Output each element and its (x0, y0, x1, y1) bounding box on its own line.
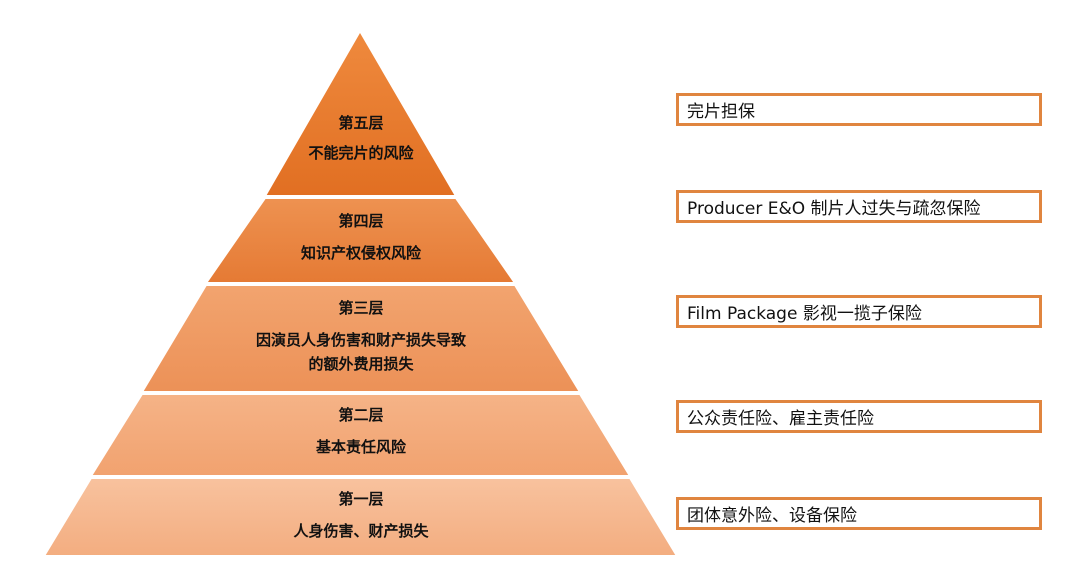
layer-3-line-1: 因演员人身伤害和财产损失导致 (256, 331, 467, 349)
layer-1-title: 第一层 (338, 490, 383, 508)
layer-3-line-2: 的额外费用损失 (308, 355, 414, 373)
layer-4-title: 第四层 (338, 212, 383, 230)
insurance-label: 公众责任险、雇主责任险 (687, 409, 874, 429)
layer-5-line-1: 不能完片的风险 (308, 144, 414, 162)
insurance-label: 团体意外险、设备保险 (687, 506, 857, 526)
layer-3-title: 第三层 (338, 299, 383, 317)
layer-4-shape (204, 197, 517, 284)
insurance-box-layer-5: 完片担保 (676, 93, 1042, 126)
layer-1-shape (42, 477, 679, 557)
layer-2-title: 第二层 (338, 406, 383, 424)
insurance-box-layer-4: Producer E&O 制片人过失与疏忽保险 (676, 190, 1042, 223)
insurance-label: Producer E&O 制片人过失与疏忽保险 (687, 199, 981, 219)
layer-1-line-1: 人身伤害、财产损失 (293, 522, 429, 540)
layer-2-shape (89, 393, 632, 477)
insurance-label: Film Package 影视一揽子保险 (687, 304, 922, 324)
layer-5-title: 第五层 (338, 114, 383, 132)
insurance-box-layer-3: Film Package 影视一揽子保险 (676, 295, 1042, 328)
layer-3-shape (140, 284, 582, 393)
insurance-box-layer-2: 公众责任险、雇主责任险 (676, 400, 1042, 433)
insurance-label: 完片担保 (687, 102, 755, 122)
layer-5-shape (263, 29, 458, 197)
layer-4-line-1: 知识产权侵权风险 (301, 244, 422, 262)
insurance-box-layer-1: 团体意外险、设备保险 (676, 497, 1042, 530)
layer-2-line-1: 基本责任风险 (315, 438, 407, 456)
